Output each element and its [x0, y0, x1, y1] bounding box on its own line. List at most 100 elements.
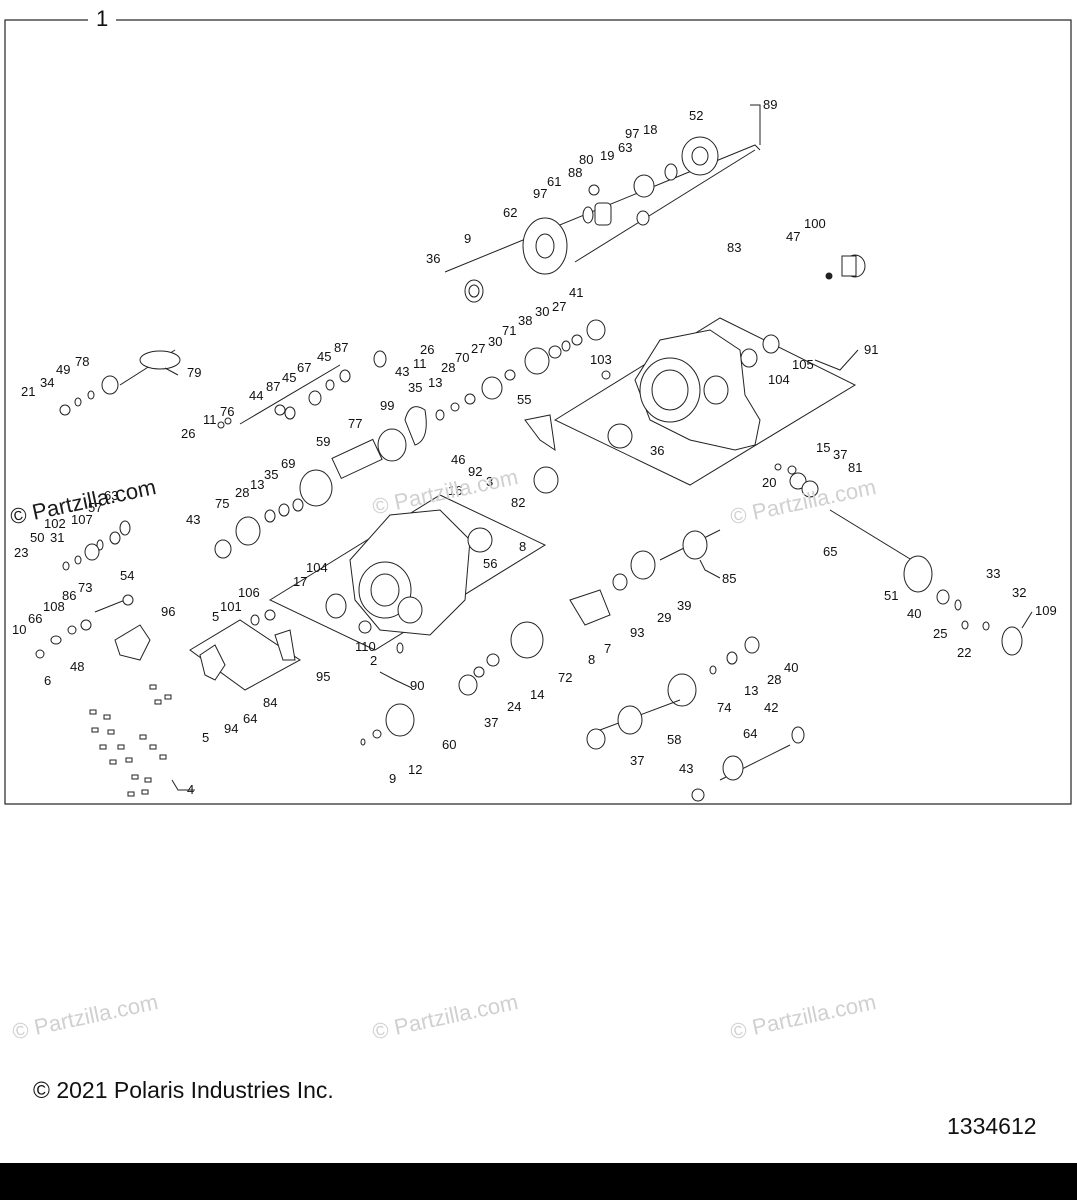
- callout-number: 71: [502, 323, 516, 338]
- callout-number: 37: [630, 753, 644, 768]
- lower-housing: [325, 509, 493, 654]
- callout-number: 29: [657, 610, 671, 625]
- callout-number: 36: [426, 251, 440, 266]
- callout-number: 63: [618, 140, 632, 155]
- callout-number: 39: [677, 598, 691, 613]
- callout-number: 5: [202, 730, 209, 745]
- callout-number: 40: [784, 660, 798, 675]
- callout-number: 86: [62, 588, 76, 603]
- callout-number: 73: [78, 580, 92, 595]
- callout-number: 20: [762, 475, 776, 490]
- callout-number: 8: [519, 539, 526, 554]
- callout-number: 95: [316, 669, 330, 684]
- callout-number: 64: [243, 711, 257, 726]
- gear-train: [360, 529, 805, 802]
- callout-number: 6: [44, 673, 51, 688]
- callout-number: 48: [70, 659, 84, 674]
- callout-number: 109: [1035, 603, 1057, 618]
- callout-number: 42: [764, 700, 778, 715]
- callout-number: 78: [75, 354, 89, 369]
- callout-number: 19: [600, 148, 614, 163]
- callout-number: 11: [413, 356, 427, 371]
- copyright-text: © 2021 Polaris Industries Inc.: [33, 1077, 334, 1103]
- callout-number: 67: [297, 360, 311, 375]
- callout-number: 13: [744, 683, 758, 698]
- callout-number: 76: [220, 404, 234, 419]
- callout-number: 66: [28, 611, 42, 626]
- callout-number: 80: [579, 152, 593, 167]
- callout-number: 45: [282, 370, 296, 385]
- callout-number: 13: [250, 477, 264, 492]
- callout-number: 104: [306, 560, 328, 575]
- bolt-cluster: [89, 684, 172, 797]
- callout-number: 36: [650, 443, 664, 458]
- bottom-bar: [0, 1163, 1077, 1200]
- callout-number: 90: [410, 678, 424, 693]
- callout-number: 84: [263, 695, 277, 710]
- callout-number: 104: [768, 372, 790, 387]
- callout-number: 27: [471, 341, 485, 356]
- callout-number: 47: [786, 229, 800, 244]
- callout-number: 3: [486, 474, 493, 489]
- callout-number: 16: [448, 483, 462, 498]
- callout-number: 9: [389, 771, 396, 786]
- callout-number: 61: [547, 174, 561, 189]
- callout-number: 99: [380, 398, 394, 413]
- shift-shafts: [59, 319, 606, 559]
- callout-number: 55: [517, 392, 531, 407]
- callout-number: 43: [679, 761, 693, 776]
- callout-number: 92: [468, 464, 482, 479]
- callout-number: 40: [907, 606, 921, 621]
- callout-number: 57: [88, 500, 102, 515]
- callout-number: 64: [743, 726, 757, 741]
- callout-number: 18: [643, 122, 657, 137]
- callout-number: 10: [12, 622, 26, 637]
- callout-number: 51: [884, 588, 898, 603]
- callout-number: 101: [220, 599, 242, 614]
- callout-number: 79: [187, 365, 201, 380]
- callout-number: 83: [727, 240, 741, 255]
- callout-number: 32: [1012, 585, 1026, 600]
- callout-number: 106: [238, 585, 260, 600]
- callout-number: 75: [215, 496, 229, 511]
- callout-number: 27: [552, 299, 566, 314]
- callout-number: 30: [488, 334, 502, 349]
- callout-number: 23: [14, 545, 28, 560]
- callout-number: 28: [767, 672, 781, 687]
- callout-number: 9: [464, 231, 471, 246]
- callout-number: 34: [40, 375, 54, 390]
- callout-number: 85: [722, 571, 736, 586]
- callout-number: 110: [355, 639, 376, 654]
- callout-number: 82: [511, 495, 525, 510]
- callout-number: 8: [588, 652, 595, 667]
- callout-number: 38: [518, 313, 532, 328]
- callout-number: 46: [451, 452, 465, 467]
- differential-parts: [464, 136, 866, 303]
- callout-number: 70: [455, 350, 469, 365]
- callout-number: 108: [43, 599, 65, 614]
- callout-number: 56: [483, 556, 497, 571]
- callout-number: 54: [120, 568, 134, 583]
- callout-number: 28: [235, 485, 249, 500]
- callout-number: 22: [957, 645, 971, 660]
- leader-lines: [164, 104, 1033, 791]
- callout-number: 12: [408, 762, 422, 777]
- callout-number: 35: [264, 467, 278, 482]
- callout-number: 28: [441, 360, 455, 375]
- output-shaft: [774, 463, 1023, 656]
- callout-number: 44: [249, 388, 263, 403]
- callout-number: 43: [186, 512, 200, 527]
- frame-label: 1: [88, 6, 117, 32]
- callout-number: 72: [558, 670, 572, 685]
- callout-number: 100: [804, 216, 826, 231]
- callout-number: 87: [266, 379, 280, 394]
- callout-number: 14: [530, 687, 544, 702]
- callout-number: 50: [30, 530, 44, 545]
- callout-number: 91: [864, 342, 878, 357]
- callout-number: 5: [212, 609, 219, 624]
- callout-number: 59: [316, 434, 330, 449]
- callout-number: 31: [50, 530, 64, 545]
- callout-number: 63: [104, 488, 118, 503]
